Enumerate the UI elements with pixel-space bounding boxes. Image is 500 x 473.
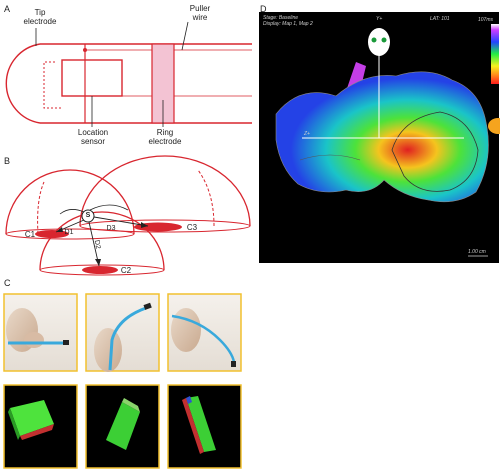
puller-wire-label: Puller wire (189, 4, 211, 22)
color-scale-bar (491, 24, 499, 84)
panel-b-letter: B (4, 156, 11, 166)
map-scale-top: 107ms (478, 17, 494, 23)
panel-c-letter: C (4, 278, 11, 288)
sensor-label: S (85, 212, 91, 219)
photo-catheter-deflected (167, 293, 242, 372)
distance-d1-label: D1 (64, 229, 74, 236)
map-display-text: Display: Map 1, Map 2 (263, 21, 313, 27)
location-sensor-label: Location sensor (77, 128, 109, 146)
coil-c3 (134, 222, 182, 232)
coil-c1-label: C1 (24, 230, 36, 239)
panel-a-letter: A (4, 4, 11, 14)
heart-surface (275, 71, 489, 203)
map-scale-bar-text: 1.00 cm (468, 249, 486, 255)
map-lat-text: LAT: 101 (430, 16, 450, 22)
head-orientation-icon (368, 28, 390, 56)
sensor-circle (81, 209, 95, 223)
map-stage-text: Stage: Baseline (263, 15, 299, 21)
photo-catheter-curved (85, 293, 160, 372)
map-axis-y-label: Y+ (376, 16, 383, 22)
photo-catheter-straight (3, 293, 78, 372)
render-catheter-2 (85, 384, 160, 469)
coil-c2 (82, 266, 118, 274)
map-axis-x-label: Z+ (304, 131, 310, 137)
coil-c3-label: C3 (186, 223, 198, 232)
render-catheter-1 (3, 384, 78, 469)
render-catheter-3 (167, 384, 242, 469)
distance-d3-label: D3 (106, 225, 116, 232)
ring-electrode-label: Ring electrode (148, 128, 182, 146)
panel-d-letter: D (260, 4, 267, 14)
tip-electrode-label: Tip electrode (23, 8, 57, 26)
coil-c2-label: C2 (120, 266, 132, 275)
